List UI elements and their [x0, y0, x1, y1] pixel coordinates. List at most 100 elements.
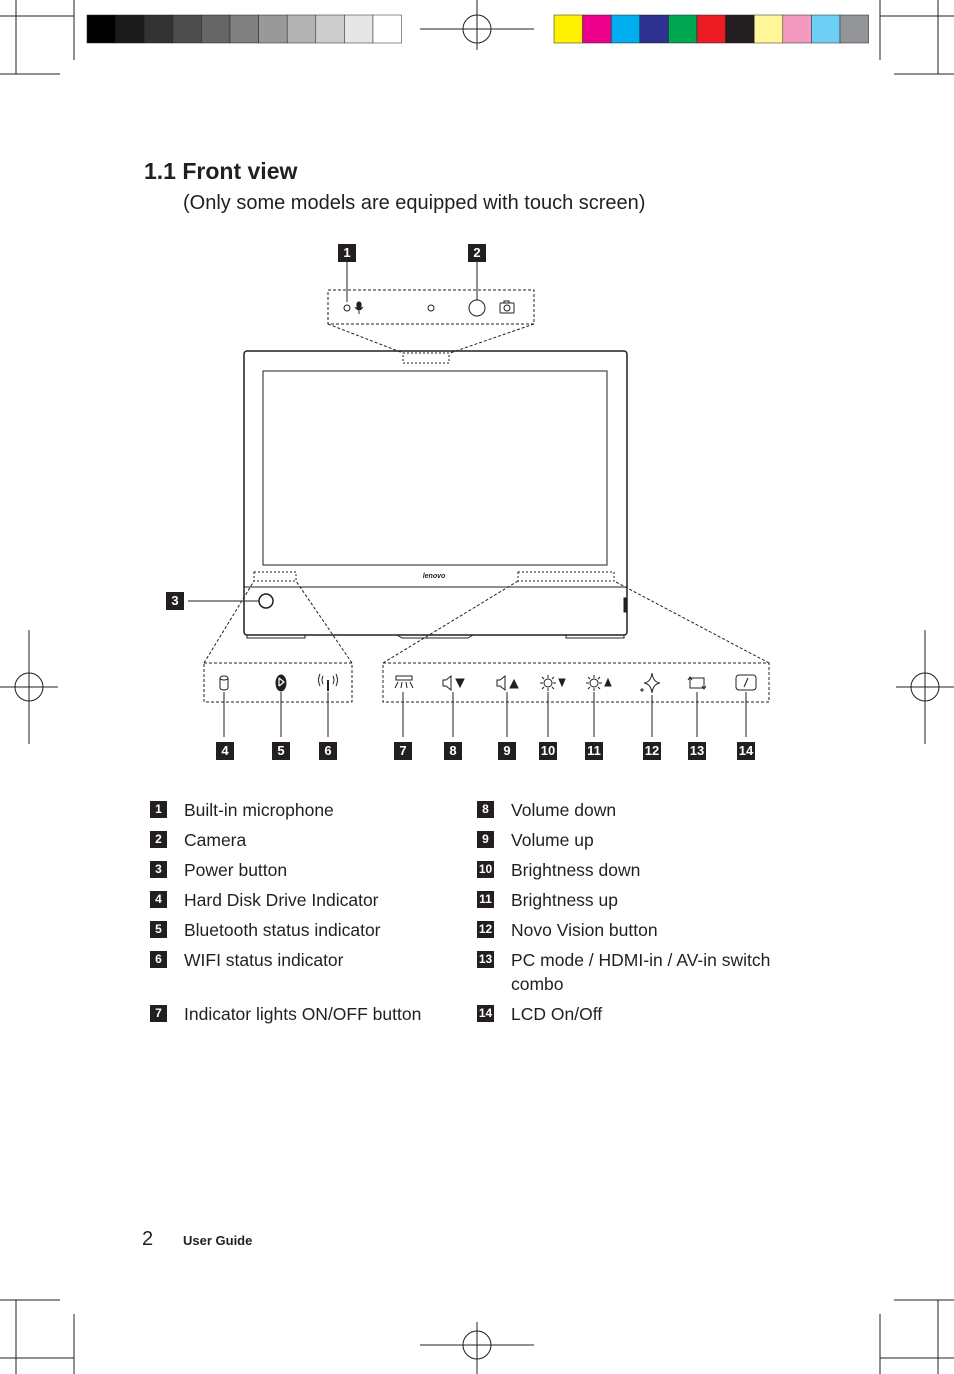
grayscale-calibration-bar — [86, 14, 402, 44]
callout-badge: 6 — [319, 742, 337, 760]
hard-disk-icon — [219, 675, 229, 691]
mode-switch-icon — [687, 676, 707, 690]
indicator-lights-icon — [394, 675, 414, 689]
callout-badge: 13 — [688, 742, 706, 760]
grayscale-swatch — [229, 14, 259, 44]
brightness-down-icon — [540, 675, 566, 691]
legend-item: 10 Brightness down — [477, 858, 807, 882]
legend-number: 9 — [477, 831, 494, 848]
microphone-hole-icon — [343, 304, 351, 312]
color-swatch — [811, 14, 841, 44]
wifi-icon — [318, 673, 338, 691]
color-swatch — [753, 14, 784, 44]
callout-badge: 2 — [468, 244, 486, 262]
grayscale-swatch — [286, 14, 317, 44]
legend-item: 6 WIFI status indicator — [150, 948, 470, 972]
legend-item: 2 Camera — [150, 828, 470, 852]
registration-mark-bottom — [420, 1322, 534, 1374]
power-button-icon — [258, 593, 274, 609]
legend-label: Bluetooth status indicator — [184, 920, 381, 940]
callout-badge: 14 — [737, 742, 755, 760]
grayscale-swatch — [143, 14, 174, 44]
callout-badge: 7 — [394, 742, 412, 760]
control-detail-box — [382, 662, 770, 703]
legend-number: 3 — [150, 861, 167, 878]
indicator-led-icon — [427, 304, 435, 312]
color-swatch — [839, 14, 869, 44]
legend-number: 6 — [150, 951, 167, 968]
legend-number: 1 — [150, 801, 167, 818]
page-number: 2 — [142, 1228, 154, 1250]
legend-number: 12 — [477, 921, 494, 938]
grayscale-swatch — [372, 14, 402, 44]
legend-number: 13 — [477, 951, 494, 968]
grayscale-swatch — [201, 14, 231, 44]
legend-item: 12 Novo Vision button — [477, 918, 807, 942]
volume-down-icon — [442, 674, 465, 692]
callout-badge: 8 — [444, 742, 462, 760]
legend-number: 2 — [150, 831, 167, 848]
legend-label: WIFI status indicator — [184, 950, 344, 970]
grayscale-swatch — [315, 14, 345, 44]
legend-label: Built-in microphone — [184, 800, 334, 820]
grayscale-swatch — [258, 14, 288, 44]
legend-label: Volume up — [511, 830, 594, 850]
legend-item: 5 Bluetooth status indicator — [150, 918, 470, 942]
legend-label: Hard Disk Drive Indicator — [184, 890, 379, 910]
color-swatch — [782, 14, 812, 44]
monitor-bezel — [243, 350, 628, 636]
legend-label: Brightness down — [511, 860, 641, 880]
legend-item: 14 LCD On/Off — [477, 1002, 807, 1026]
legend-item: 8 Volume down — [477, 798, 807, 822]
legend-item: 1 Built-in microphone — [150, 798, 470, 822]
legend-item: 3 Power button — [150, 858, 470, 882]
callout-badge: 5 — [272, 742, 290, 760]
color-swatch — [582, 14, 612, 44]
lcd-on-off-icon — [735, 674, 757, 691]
legend-label: Camera — [184, 830, 247, 850]
footer-label: User Guide — [183, 1233, 253, 1248]
legend-label: PC mode / HDMI-in / AV-in switch combo — [511, 950, 771, 994]
registration-mark-top — [420, 0, 534, 50]
color-swatch — [610, 14, 641, 44]
legend-label: Novo Vision button — [511, 920, 658, 940]
color-calibration-bar — [553, 14, 869, 44]
camera-icon — [499, 300, 515, 314]
grayscale-swatch — [115, 14, 145, 44]
microphone-icon — [354, 301, 364, 314]
legend-item: 11 Brightness up — [477, 888, 807, 912]
page-subtitle: (Only some models are equipped with touc… — [183, 192, 646, 214]
callout-badge: 9 — [498, 742, 516, 760]
callout-badge: 4 — [216, 742, 234, 760]
color-swatch — [725, 14, 755, 44]
callout-badge: 10 — [539, 742, 557, 760]
legend-label: Brightness up — [511, 890, 619, 910]
page-title: 1.1 Front view — [144, 158, 298, 184]
legend-number: 10 — [477, 861, 494, 878]
legend-number: 8 — [477, 801, 494, 818]
registration-mark-left — [0, 630, 58, 744]
legend-number: 5 — [150, 921, 167, 938]
legend-number: 7 — [150, 1005, 167, 1022]
legend-label: Volume down — [511, 800, 617, 820]
novo-vision-icon — [640, 672, 661, 694]
callout-badge: 1 — [338, 244, 356, 262]
bluetooth-icon — [275, 674, 287, 692]
legend-item: 13 PC mode / HDMI-in / AV-in switch comb… — [477, 948, 807, 996]
color-swatch — [668, 14, 698, 44]
indicator-detail-box — [203, 662, 353, 703]
legend-number: 11 — [477, 891, 494, 908]
callout-badge: 12 — [643, 742, 661, 760]
legend-item: 4 Hard Disk Drive Indicator — [150, 888, 470, 912]
monitor-screen — [262, 370, 608, 566]
color-swatch — [553, 14, 583, 44]
grayscale-swatch — [344, 14, 374, 44]
legend-label: LCD On/Off — [511, 1004, 603, 1024]
volume-up-icon — [496, 674, 519, 692]
legend-number: 14 — [477, 1005, 494, 1022]
grayscale-swatch — [86, 14, 116, 44]
legend-label: Indicator lights ON/OFF button — [184, 1004, 422, 1024]
